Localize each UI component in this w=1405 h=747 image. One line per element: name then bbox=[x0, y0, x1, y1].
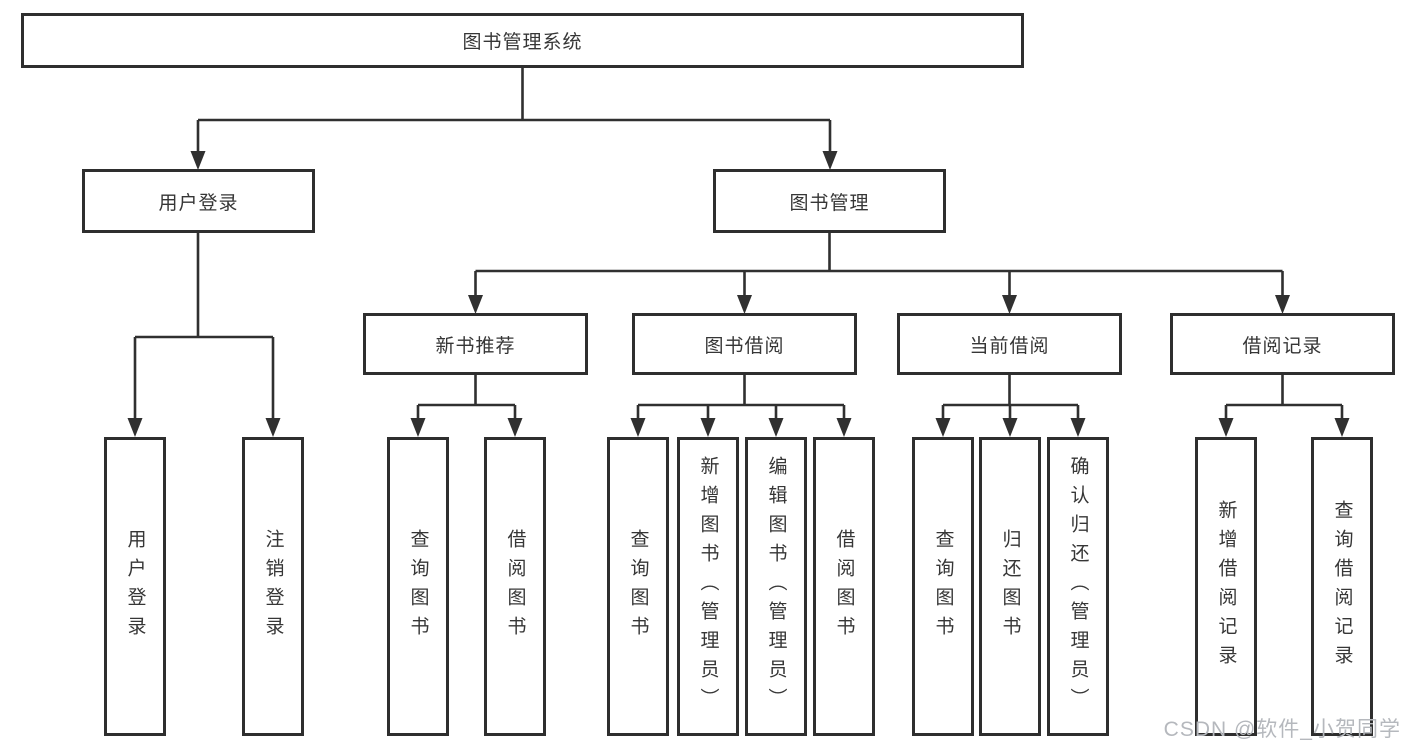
leaf-add-borrow-record: 新增借阅记录 bbox=[1195, 437, 1257, 736]
leaf-confirm-return-admin: 确认归还（管理员） bbox=[1047, 437, 1109, 736]
arrow-icon bbox=[1218, 418, 1234, 437]
connector-root-to-level2 bbox=[196, 68, 832, 152]
arrow-icon bbox=[935, 418, 951, 437]
arrow-icon bbox=[836, 418, 852, 437]
leaf-borrow-books-recommend-label: 借阅图书 bbox=[504, 528, 526, 645]
leaf-logout-label: 注销登录 bbox=[262, 528, 284, 645]
connector-bookmgmt-to-level3 bbox=[474, 233, 1284, 296]
leaf-query-books-borrow-label: 查询图书 bbox=[627, 528, 649, 645]
leaf-edit-book-admin-label: 编辑图书（管理员） bbox=[765, 456, 787, 717]
arrow-icon bbox=[265, 418, 281, 437]
arrow-icon bbox=[768, 418, 784, 437]
leaf-add-book-admin-label: 新增图书（管理员） bbox=[697, 456, 719, 717]
csdn-watermark: CSDN @软件_小贺同学 bbox=[1163, 718, 1401, 741]
leaf-query-books-current: 查询图书 bbox=[912, 437, 974, 736]
node-book-borrow: 图书借阅 bbox=[632, 313, 857, 375]
arrow-icon bbox=[1002, 295, 1017, 314]
node-root: 图书管理系统 bbox=[21, 13, 1024, 68]
connector-userlogin-branch bbox=[133, 233, 275, 420]
leaf-borrow-books: 借阅图书 bbox=[813, 437, 875, 736]
leaf-borrow-books-recommend: 借阅图书 bbox=[484, 437, 546, 736]
node-user-login-label: 用户登录 bbox=[158, 192, 239, 214]
node-book-borrow-label: 图书借阅 bbox=[704, 335, 785, 357]
node-borrow-records: 借阅记录 bbox=[1170, 313, 1395, 375]
leaf-return-books-label: 归还图书 bbox=[999, 528, 1021, 645]
leaf-query-borrow-record-label: 查询借阅记录 bbox=[1331, 499, 1353, 674]
leaf-query-books-current-label: 查询图书 bbox=[932, 528, 954, 645]
leaf-confirm-return-admin-label: 确认归还（管理员） bbox=[1067, 456, 1089, 717]
arrow-icon bbox=[507, 418, 523, 437]
arrow-icon bbox=[127, 418, 143, 437]
leaf-user-login-label: 用户登录 bbox=[124, 528, 146, 645]
leaf-add-borrow-record-label: 新增借阅记录 bbox=[1215, 499, 1237, 674]
node-new-book-recommend: 新书推荐 bbox=[363, 313, 588, 375]
node-current-borrow: 当前借阅 bbox=[897, 313, 1122, 375]
node-current-borrow-label: 当前借阅 bbox=[969, 335, 1050, 357]
arrow-icon bbox=[1070, 418, 1086, 437]
connector-borrowrecord-branch bbox=[1224, 375, 1344, 420]
leaf-borrow-books-label: 借阅图书 bbox=[833, 528, 855, 645]
connector-bookborrow-branch bbox=[636, 375, 846, 420]
arrow-icon bbox=[468, 295, 483, 314]
node-borrow-records-label: 借阅记录 bbox=[1242, 335, 1323, 357]
arrow-icon bbox=[822, 151, 838, 170]
node-book-management-label: 图书管理 bbox=[789, 192, 870, 214]
arrow-icon bbox=[410, 418, 426, 437]
leaf-query-books-recommend: 查询图书 bbox=[387, 437, 449, 736]
leaf-logout: 注销登录 bbox=[242, 437, 304, 736]
arrow-icon bbox=[737, 295, 752, 314]
arrow-icon bbox=[630, 418, 646, 437]
leaf-user-login: 用户登录 bbox=[104, 437, 166, 736]
arrow-icon bbox=[1334, 418, 1350, 437]
arrow-icon bbox=[190, 151, 206, 170]
node-book-management: 图书管理 bbox=[713, 169, 946, 233]
leaf-edit-book-admin: 编辑图书（管理员） bbox=[745, 437, 807, 736]
leaf-return-books: 归还图书 bbox=[979, 437, 1041, 736]
connector-newbook-branch bbox=[416, 375, 517, 420]
leaf-query-borrow-record: 查询借阅记录 bbox=[1311, 437, 1373, 736]
leaf-query-books-borrow: 查询图书 bbox=[607, 437, 669, 736]
node-new-book-recommend-label: 新书推荐 bbox=[435, 335, 516, 357]
arrow-icon bbox=[1002, 418, 1018, 437]
arrow-icon bbox=[1275, 295, 1290, 314]
connector-currentborrow-branch bbox=[941, 375, 1080, 420]
leaf-query-books-recommend-label: 查询图书 bbox=[407, 528, 429, 645]
arrow-icon bbox=[700, 418, 716, 437]
leaf-add-book-admin: 新增图书（管理员） bbox=[677, 437, 739, 736]
node-root-label: 图书管理系统 bbox=[462, 32, 583, 53]
node-user-login: 用户登录 bbox=[82, 169, 315, 233]
